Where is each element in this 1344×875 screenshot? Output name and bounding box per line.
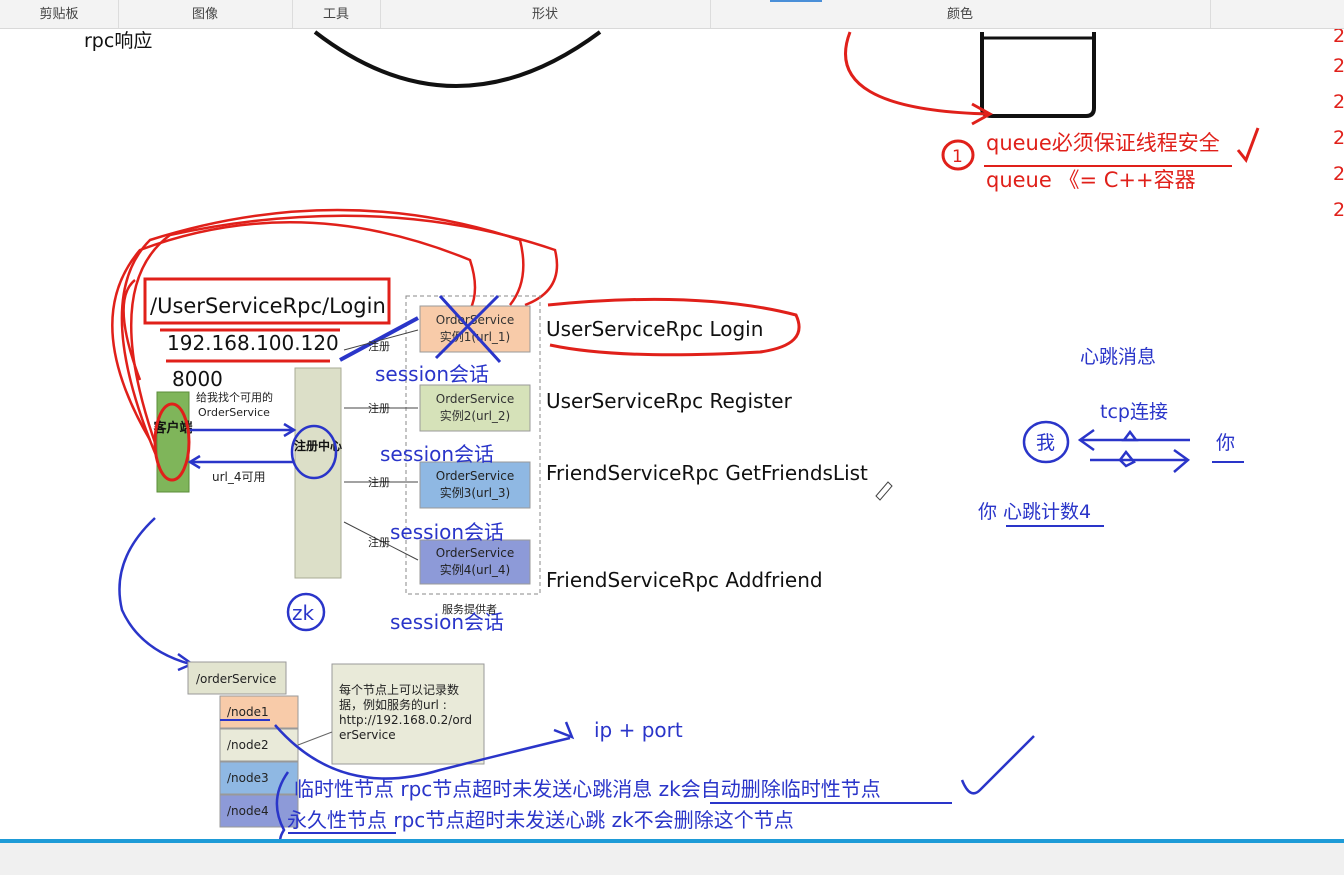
bottom-accent-bar: [0, 839, 1344, 843]
ephemeral-node-note: 临时性节点 rpc节点超时未发送心跳消息 zk会自动删除临时性节点: [294, 777, 881, 801]
drawing-surface[interactable]: rpc响应 1 queue必须保证线程安全 queue 《= C++容器 2 2…: [0, 25, 1344, 854]
node1-to-ipport-arrow: [274, 724, 571, 780]
you-label: 你: [1216, 432, 1235, 454]
circled-number: [941, 139, 975, 171]
right-edge-digits: 2 2 2 2 2 2: [1333, 25, 1344, 221]
me-circle: [1022, 420, 1070, 464]
login-method-text: /UserServiceRpc/Login: [150, 294, 386, 318]
tree-node1: /node1: [227, 705, 269, 719]
client-box: [156, 391, 190, 493]
blue-checkmark: [960, 735, 1035, 795]
pencil-cursor-icon: [875, 481, 893, 501]
method-addfriend: FriendServiceRpc Addfriend: [546, 568, 823, 592]
me-label: 我: [1036, 432, 1055, 454]
svg-text:2: 2: [1333, 29, 1344, 47]
client-red-circle: [153, 402, 191, 482]
ribbon-group-tools[interactable]: 工具: [292, 0, 381, 28]
svg-text:注册: 注册: [368, 475, 390, 489]
svg-text:实例3(url_3): 实例3(url_3): [440, 485, 511, 500]
svg-text:据，例如服务的url :: 据，例如服务的url :: [339, 697, 447, 712]
red-arrow-to-queue: [844, 31, 991, 116]
queue-cpp-note: queue 《= C++容器: [986, 168, 1196, 192]
find-provider-text-2: OrderService: [198, 406, 270, 419]
port-text: 8000: [172, 367, 223, 391]
svg-text:http://192.168.0.2/ord: http://192.168.0.2/ord: [339, 713, 472, 727]
ip-address-text: 192.168.100.120: [167, 331, 339, 355]
queue-thread-safe-note: queue必须保证线程安全: [986, 131, 1220, 155]
client-label: 客户端: [153, 420, 192, 436]
heartbeat-arrows: [1077, 428, 1191, 473]
status-bar: [0, 843, 1344, 875]
ribbon-group-clipboard[interactable]: 剪贴板: [0, 0, 119, 28]
tree-node4: /node4: [227, 804, 269, 818]
svg-text:OrderService: OrderService: [436, 546, 514, 560]
circled-number-text: 1: [952, 147, 963, 167]
svg-text:OrderService: OrderService: [436, 392, 514, 406]
svg-text:注册: 注册: [368, 339, 390, 353]
instance-1: OrderService 实例1(url_1): [419, 305, 531, 353]
svg-text:session会话: session会话: [375, 362, 489, 386]
url4-available-text: url_4可用: [212, 470, 266, 484]
svg-text:OrderService: OrderService: [436, 469, 514, 483]
instance-1-cross-out: [434, 294, 502, 364]
svg-text:2: 2: [1333, 91, 1344, 113]
ribbon-group-colors[interactable]: 颜色: [710, 0, 1211, 28]
registry-blue-circle: [290, 424, 338, 480]
red-checkmark: [1236, 127, 1260, 163]
paint-canvas[interactable]: rpc响应 1 queue必须保证线程安全 queue 《= C++容器 2 2…: [0, 25, 1344, 854]
svg-text:2: 2: [1333, 163, 1344, 185]
rpc-response-label: rpc响应: [84, 30, 152, 52]
register-arrows: [343, 329, 419, 561]
ribbon-group-shapes[interactable]: 形状: [380, 0, 711, 28]
blue-curve-to-tree: [118, 517, 191, 666]
svg-text:2: 2: [1333, 127, 1344, 149]
tree-node3: /node3: [227, 771, 269, 785]
svg-text:session会话: session会话: [390, 610, 504, 634]
persistent-node-note: 永久性节点 rpc节点超时未发送心跳 zk不会删除这个节点: [287, 808, 794, 832]
login-method-box: [143, 277, 391, 325]
tree-node2: /node2: [227, 738, 269, 752]
find-provider-text-1: 给我找个可用的: [196, 390, 273, 404]
svg-text:实例4(url_4): 实例4(url_4): [440, 562, 511, 577]
ribbon-toolbar: 剪贴板 图像 工具 形状 颜色: [0, 0, 1344, 29]
register-labels: 注册 注册 注册 注册: [368, 339, 390, 549]
method-login: UserServiceRpc Login: [546, 317, 763, 341]
provider-group: [405, 295, 541, 595]
tcp-connection-label: tcp连接: [1100, 401, 1168, 423]
heartbeat-title: 心跳消息: [1080, 346, 1156, 368]
tree-root: /orderService: [196, 672, 276, 686]
svg-text:注册: 注册: [368, 401, 390, 415]
ribbon-group-image[interactable]: 图像: [118, 0, 293, 28]
zk-circle: [286, 592, 326, 632]
svg-text:session会话: session会话: [390, 520, 504, 544]
provider-caption: 服务提供者: [442, 602, 497, 616]
method-register: UserServiceRpc Register: [546, 389, 793, 413]
registry-center-column: [294, 367, 342, 579]
ip-port-label: ip + port: [594, 718, 683, 742]
svg-text:每个节点上可以记录数: 每个节点上可以记录数: [339, 682, 459, 697]
svg-text:2: 2: [1333, 55, 1344, 77]
red-request-loops: [111, 208, 559, 471]
method-getfriends: FriendServiceRpc GetFriendsList: [546, 461, 868, 485]
method-login-red-circle: [547, 297, 801, 357]
tree-note-box: 每个节点上可以记录数 据，例如服务的url : http://192.168.0…: [331, 663, 485, 765]
svg-text:2: 2: [1333, 199, 1344, 221]
zk-tree: /orderService /node1 /node2 /node3 /node…: [187, 661, 299, 828]
heartbeat-count: 你 心跳计数4: [978, 501, 1091, 523]
session-labels: session会话 session会话 session会话 session会话: [375, 362, 504, 634]
registry-label: 注册中心: [294, 438, 342, 453]
queue-container: [980, 32, 1096, 118]
instance-3: OrderService 实例3(url_3): [419, 461, 531, 509]
instance-2: OrderService 实例2(url_2): [419, 384, 531, 432]
zk-label: zk: [292, 601, 314, 625]
svg-text:实例2(url_2): 实例2(url_2): [440, 408, 511, 423]
instance-4: OrderService 实例4(url_4): [419, 539, 531, 585]
svg-text:注册: 注册: [368, 535, 390, 549]
svg-text:session会话: session会话: [380, 442, 494, 466]
svg-text:erService: erService: [339, 728, 396, 742]
large-circle-arc: [313, 30, 602, 88]
ribbon-selection-indicator: [770, 0, 822, 2]
